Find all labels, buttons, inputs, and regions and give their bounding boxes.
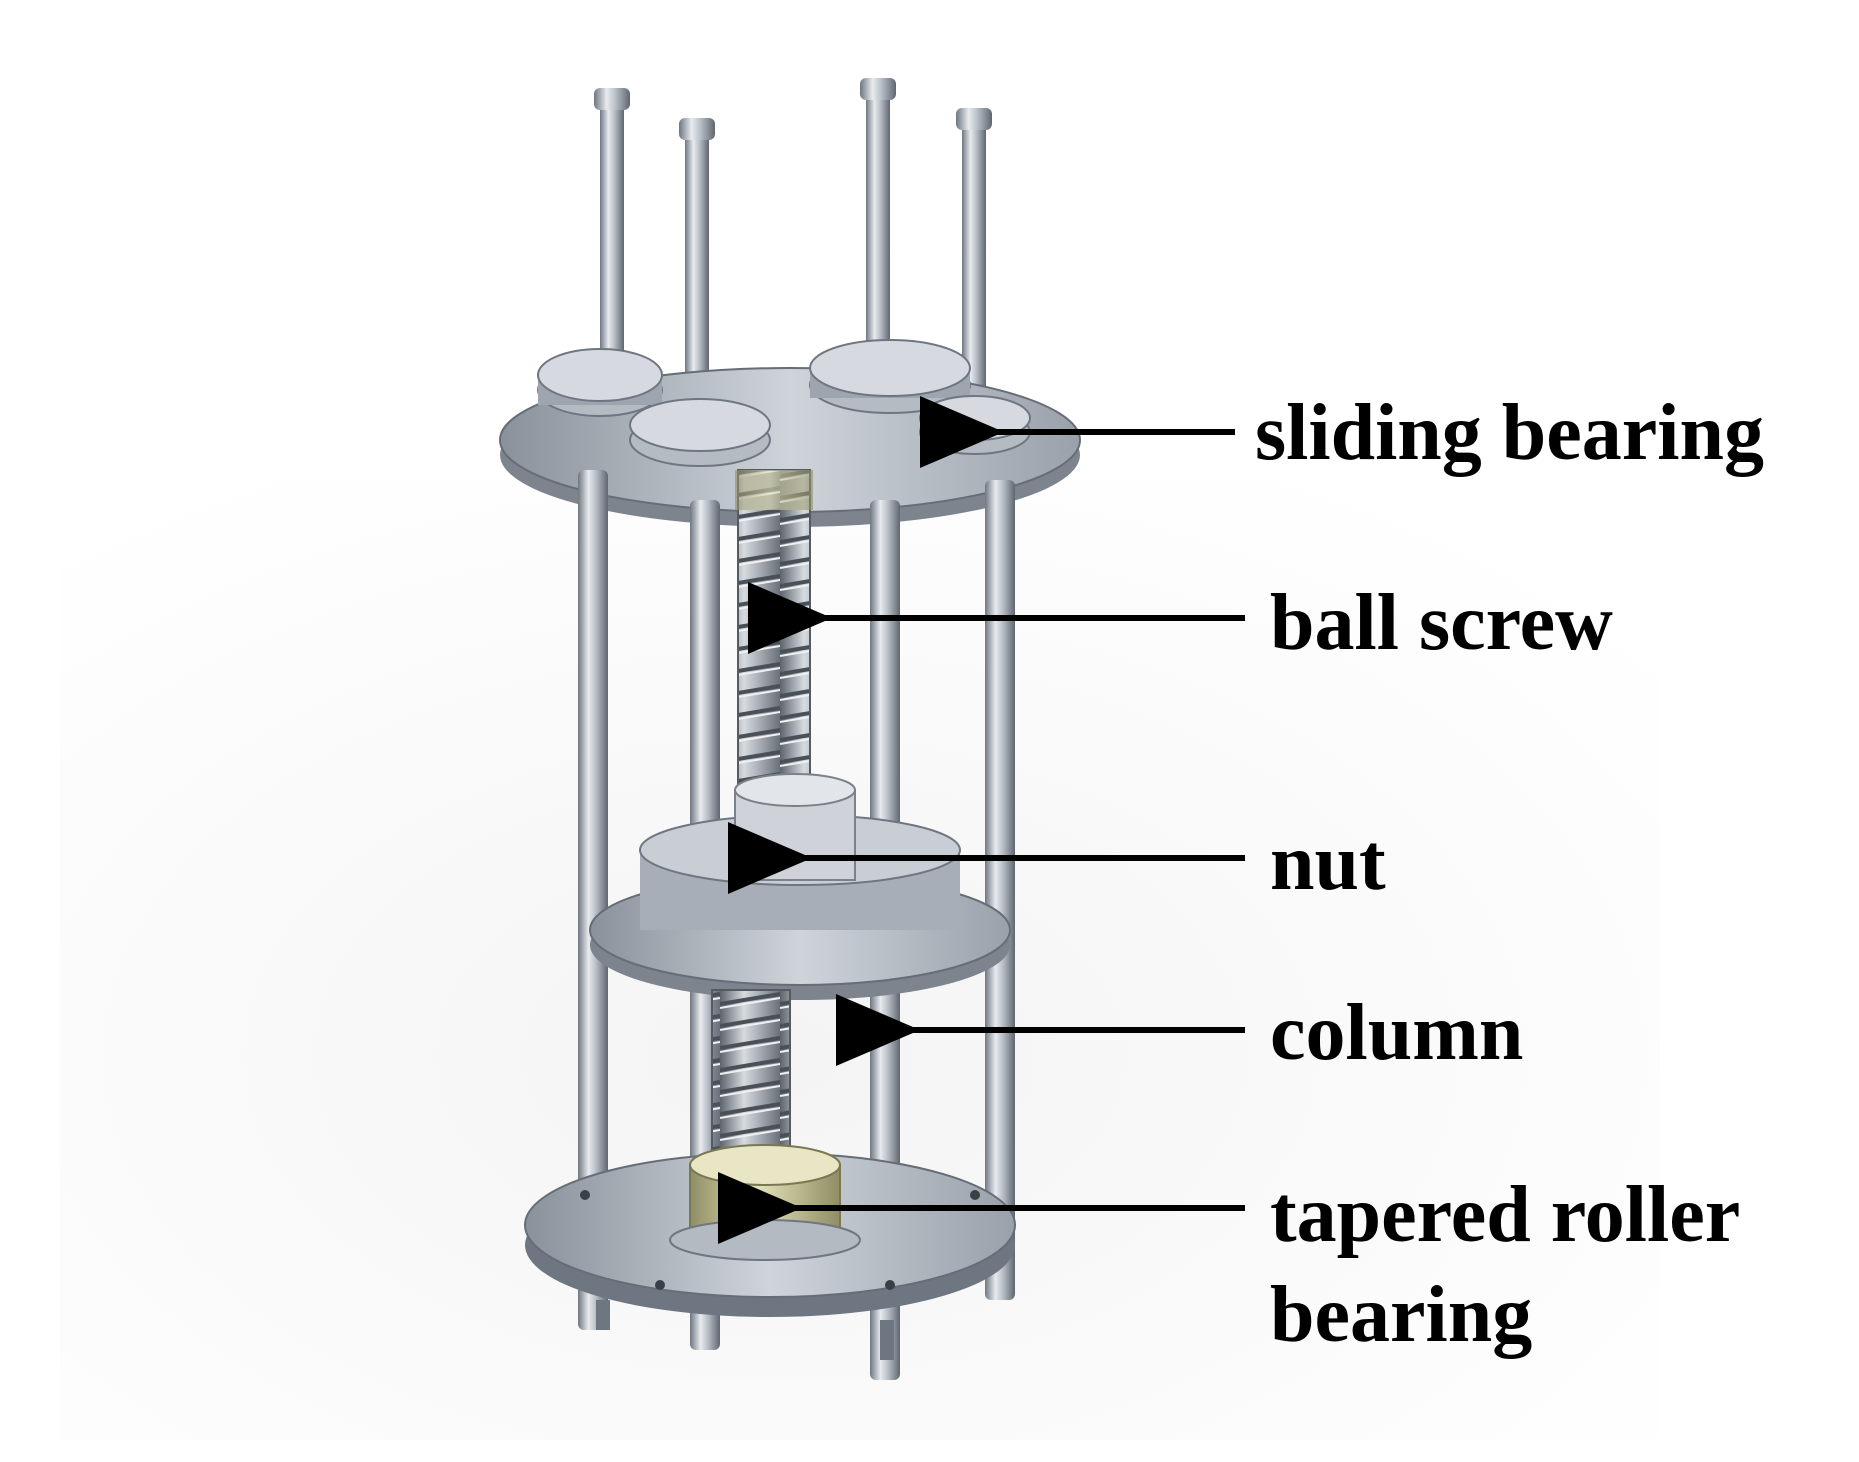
- label-sliding-bearing: sliding bearing: [1255, 389, 1765, 477]
- label-nut: nut: [1270, 819, 1386, 907]
- label-tapered-roller-bearing: tapered roller bearing: [1270, 1165, 1740, 1365]
- label-column: column: [1270, 989, 1524, 1077]
- label-tapered-roller-line2: bearing: [1270, 1271, 1533, 1359]
- label-tapered-roller-line1: tapered roller: [1270, 1171, 1741, 1259]
- label-ball-screw: ball screw: [1270, 579, 1613, 667]
- leader-arrows: [718, 396, 1245, 1244]
- upper-ball-screw: [735, 469, 813, 801]
- top-guide-pins: [594, 78, 992, 420]
